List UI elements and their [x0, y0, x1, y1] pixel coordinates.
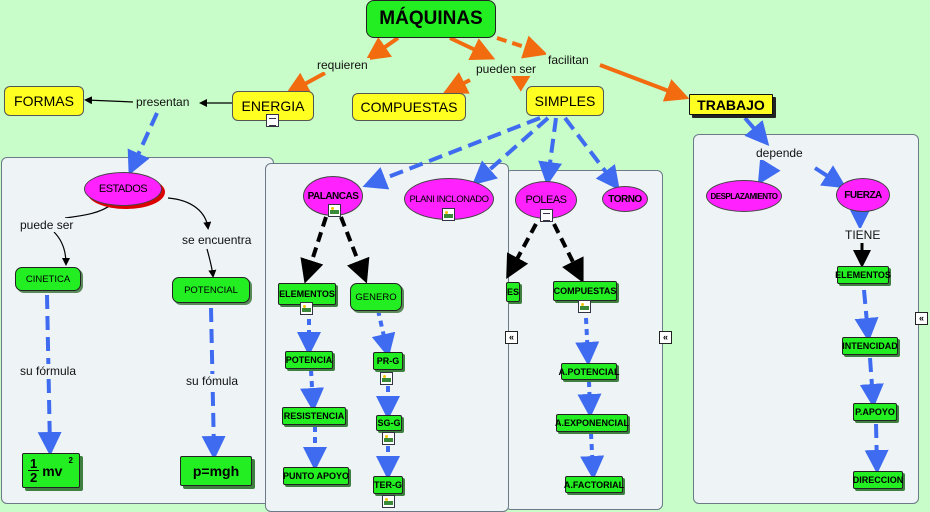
link-energia-estados	[127, 112, 159, 176]
link-estados-seencuentra	[167, 197, 212, 230]
link-pueden-compuestas	[442, 72, 471, 94]
formula-text: mv	[42, 462, 63, 479]
node-trabajo[interactable]: TRABAJO	[689, 94, 773, 115]
fraction-denominator: 2	[30, 470, 38, 485]
collapse-icon[interactable]: «	[505, 331, 518, 344]
node-pr-g[interactable]: PR-G	[373, 352, 403, 370]
link-trabajo-depende	[743, 116, 770, 147]
image-icon[interactable]	[442, 208, 455, 221]
node-a-factorial[interactable]: A.FACTORIAL	[564, 476, 624, 493]
link-simples-plano	[472, 116, 550, 186]
link-intencidad-papoyo	[859, 357, 884, 408]
node-a-exponencial[interactable]: A.EXPONENCIAL	[555, 414, 629, 432]
node-simples-poleas[interactable]: ES	[506, 282, 520, 302]
node-formula-potencial[interactable]: p=mgh	[180, 456, 252, 486]
label-facilitan: facilitan	[546, 53, 591, 67]
node-elementos-fuerza[interactable]: ELEMENTOS	[835, 266, 891, 284]
link-puedeser-cinetica	[53, 231, 70, 266]
link-maquinas-facilitan	[496, 35, 548, 59]
label-tiene: TIENE	[843, 228, 883, 242]
link-depende-desplazamiento	[757, 158, 781, 185]
link-simples-poleas	[538, 117, 563, 186]
link-poleas-compuestas	[552, 223, 584, 284]
link-maquinas-pueden	[449, 36, 496, 60]
label-pueden-ser: pueden ser	[474, 62, 539, 76]
image-icon[interactable]	[382, 495, 395, 508]
image-icon[interactable]	[380, 372, 393, 385]
link-seencuentra-potencial	[206, 248, 217, 278]
node-p-apoyo[interactable]: P.APOYO	[853, 403, 897, 421]
node-compuestas-poleas[interactable]: COMPUESTAS	[553, 281, 617, 301]
node-punto-apoyo[interactable]: PUNTO APOYO	[283, 467, 349, 485]
link-apotencial-aexponencial	[577, 380, 602, 418]
image-icon[interactable]	[328, 204, 341, 217]
link-potencia-resistencia	[300, 369, 325, 412]
node-direccion[interactable]: DIRECCION	[853, 471, 903, 489]
node-sg-g[interactable]: SG-G	[376, 415, 402, 431]
link-facilitan-trabajo	[599, 63, 690, 102]
panel-poleas	[505, 170, 663, 510]
node-intencidad[interactable]: INTENCIDAD	[842, 337, 898, 355]
collapse-icon[interactable]: «	[659, 331, 672, 344]
node-cinetica[interactable]: CINETICA	[15, 267, 81, 291]
link-aexponencial-afactorial	[580, 432, 605, 480]
link-papoyo-direccion	[864, 423, 889, 474]
node-resistencia[interactable]: RESISTENCIA	[282, 407, 346, 425]
label-depende: depende	[754, 146, 805, 160]
node-formas[interactable]: FORMAS	[4, 86, 84, 116]
link-maquinas-requieren	[365, 36, 400, 61]
link-depende-fuerza	[813, 165, 847, 189]
node-desplazamiento[interactable]: DESPLAZAMIENTO	[706, 180, 782, 212]
label-se-encuentra: se encuentra	[180, 233, 254, 247]
formula-exponent: 2	[68, 456, 73, 465]
fraction-numerator: 1	[28, 456, 40, 471]
link-palancas-genero	[339, 216, 370, 284]
label-requieren: requieren	[315, 58, 370, 72]
link-genero-prg	[371, 309, 396, 358]
node-torno[interactable]: TORNO	[602, 186, 648, 212]
node-potencial[interactable]: POTENCIAL	[172, 277, 250, 303]
link-estados-puedeser	[64, 203, 113, 219]
node-estados[interactable]: ESTADOS	[84, 172, 162, 206]
node-simples[interactable]: SIMPLES	[526, 86, 604, 116]
image-icon[interactable]	[578, 300, 591, 313]
image-icon[interactable]	[300, 302, 313, 315]
node-compuestas[interactable]: COMPUESTAS	[352, 93, 466, 121]
link-presentan-formas	[84, 96, 134, 105]
label-puede-ser: puede ser	[18, 218, 76, 232]
document-icon[interactable]	[266, 114, 279, 127]
node-maquinas[interactable]: MÁQUINAS	[366, 0, 496, 38]
link-simples-torno	[563, 116, 620, 191]
collapse-icon[interactable]: «	[915, 312, 928, 325]
node-fuerza[interactable]: FUERZA	[836, 178, 890, 212]
image-icon[interactable]	[382, 432, 395, 445]
node-ter-g[interactable]: TER-G	[373, 476, 403, 494]
link-elementos-intencidad	[854, 289, 879, 342]
label-presentan: presentan	[134, 95, 192, 109]
link-compuestas-apotencial	[575, 317, 600, 366]
link-poleas-simples	[506, 223, 538, 280]
link-palancas-elementos	[300, 216, 328, 284]
label-su-fomula: su fómula	[184, 374, 241, 388]
node-a-potencial[interactable]: A.POTENCIAL	[559, 363, 620, 380]
node-potencia[interactable]: POTENCIA	[285, 351, 333, 369]
link-simples-palancas	[362, 116, 541, 190]
label-su-formula: su fórmula	[18, 364, 79, 378]
node-genero[interactable]: GENERO	[350, 283, 402, 311]
link-requieren-energia	[284, 71, 326, 95]
document-icon[interactable]	[540, 209, 553, 222]
